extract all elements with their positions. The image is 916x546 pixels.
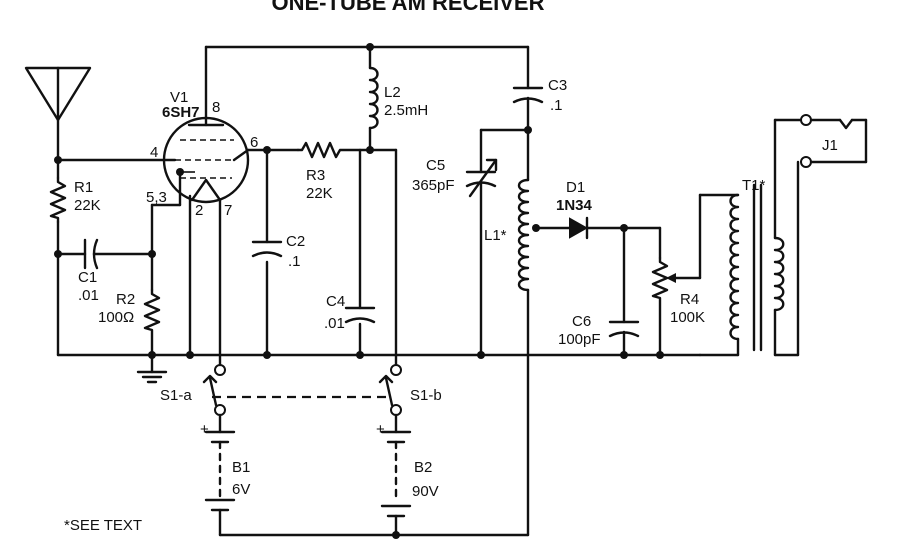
c4-value-label: .01 <box>324 315 345 332</box>
v1-pin2-label: 2 <box>195 202 203 219</box>
c6-ref-label: C6 <box>572 313 591 330</box>
v1-pin4-label: 4 <box>150 144 158 161</box>
v1-tube <box>162 116 269 357</box>
c3-ref-label: C3 <box>548 77 567 94</box>
b2-plus-label: + <box>376 421 385 438</box>
v1-pin6-label: 6 <box>250 134 258 151</box>
t1-transformer <box>660 118 802 357</box>
l2-inductor <box>366 45 379 154</box>
c3-value-label: .1 <box>550 97 563 114</box>
r4-potentiometer <box>651 193 740 357</box>
l1-coil <box>517 128 572 537</box>
l2-ref-label: L2 <box>384 84 401 101</box>
b1-ref-label: B1 <box>232 459 250 476</box>
d1-value-label: 1N34 <box>556 197 593 214</box>
t1-ref-label: T1* <box>742 177 766 194</box>
r3-value-label: 22K <box>306 185 333 202</box>
c2-ref-label: C2 <box>286 233 305 250</box>
d1-ref-label: D1 <box>566 179 585 196</box>
c1-ref-label: C1 <box>78 269 97 286</box>
c2-value-label: .1 <box>288 253 301 270</box>
c5-variable-capacitor <box>465 128 530 357</box>
r1-value-label: 22K <box>74 197 101 214</box>
bottom-return-wire <box>218 531 530 539</box>
s1b-ref-label: S1-b <box>410 387 442 404</box>
s1b-switch <box>378 364 402 434</box>
r3-resistor <box>296 141 372 159</box>
l2-value-label: 2.5mH <box>384 102 428 119</box>
grid-input-wire <box>54 156 177 357</box>
b1-plus-label: + <box>200 421 209 438</box>
c6-value-label: 100pF <box>558 331 601 348</box>
v1-pin7-label: 7 <box>224 202 232 219</box>
r4-value-label: 100K <box>670 309 705 326</box>
b2-battery <box>380 430 412 537</box>
r2-value-label: 100Ω <box>98 309 134 326</box>
v1-pin53-label: 5,3 <box>146 189 167 206</box>
c1-value-label: .01 <box>78 287 99 304</box>
plate-bypass-wire <box>358 148 398 368</box>
v1-pin8-label: 8 <box>212 99 220 116</box>
c1-capacitor <box>56 238 156 270</box>
j1-jack <box>800 114 868 168</box>
c6-capacitor <box>608 226 640 357</box>
s1a-switch <box>202 353 226 434</box>
s1a-ref-label: S1-a <box>160 387 192 404</box>
c5-ref-label: C5 <box>426 157 445 174</box>
screen-wire <box>263 146 300 357</box>
b2-value-label: 90V <box>412 483 439 500</box>
r1-ref-label: R1 <box>74 179 93 196</box>
l1-ref-label: L1* <box>484 227 507 244</box>
b1-value-label: 6V <box>232 481 250 498</box>
r4-ref-label: R4 <box>680 291 699 308</box>
c4-capacitor <box>344 306 376 324</box>
r2-resistor <box>143 203 161 357</box>
v1-value-label: 6SH7 <box>162 104 200 121</box>
v1-ref-label: V1 <box>170 89 188 106</box>
d1-diode <box>569 216 662 240</box>
ground-symbol <box>136 353 168 384</box>
r3-ref-label: R3 <box>306 167 325 184</box>
b1-battery <box>204 430 236 537</box>
antenna-symbol <box>24 66 92 162</box>
j1-ref-label: J1 <box>822 137 838 154</box>
r1-resistor <box>49 176 67 224</box>
see-text-note: *SEE TEXT <box>64 517 142 534</box>
b2-ref-label: B2 <box>414 459 432 476</box>
c3-capacitor <box>512 45 544 134</box>
r2-ref-label: R2 <box>116 291 135 308</box>
c5-value-label: 365pF <box>412 177 455 194</box>
top-rail-wire <box>204 43 530 120</box>
c2-capacitor <box>251 240 283 258</box>
c4-ref-label: C4 <box>326 293 345 310</box>
diagram-title: ONE-TUBE AM RECEIVER <box>272 0 545 15</box>
